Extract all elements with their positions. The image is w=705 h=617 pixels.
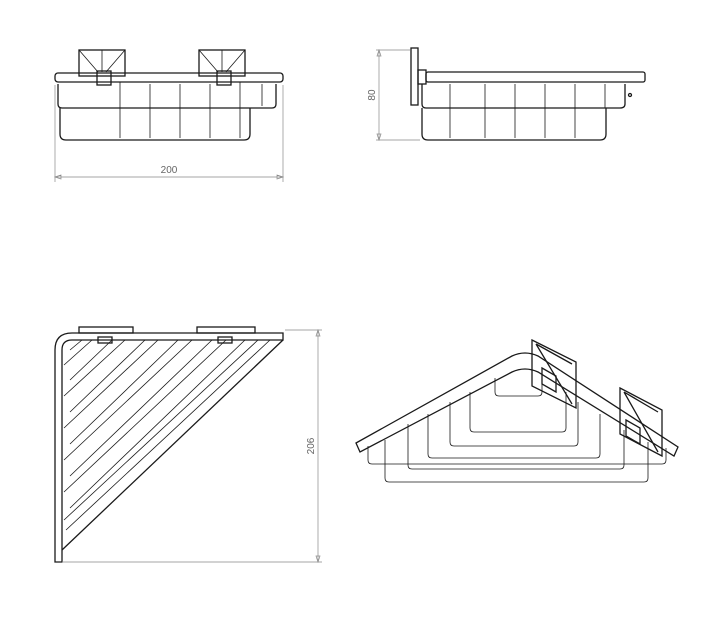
width-dimension-label: 200 — [161, 165, 178, 176]
depth-dimension-label: 206 — [306, 437, 317, 454]
height-dimension-label: 80 — [367, 89, 378, 101]
front-view: 200 — [53, 49, 285, 182]
side-view: 80 — [367, 47, 646, 142]
plan-view: 206 — [54, 326, 322, 564]
isometric-view — [355, 338, 679, 483]
